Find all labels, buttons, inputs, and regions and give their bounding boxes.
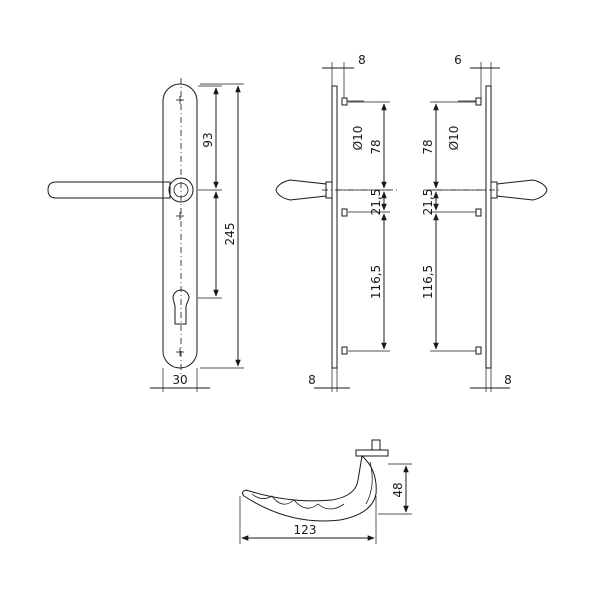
dim-label-right-dia: Ø10: [447, 126, 461, 151]
side-right-screw-bottom: [475, 346, 482, 355]
lever-inner-line: [365, 461, 373, 505]
lever-spindle: [371, 439, 381, 451]
dim-label-right-116: 116,5: [421, 265, 435, 299]
lever-body: [241, 455, 377, 522]
dim-label-left-116: 116,5: [369, 265, 383, 299]
dim-label-left-bottom: 8: [308, 373, 316, 387]
side-view-right: 6 Ø10 78 21,5 116,5 8: [421, 53, 548, 392]
side-left-screw-top: [341, 97, 348, 106]
screw-mark-top: [176, 96, 184, 104]
dim-label-245: 245: [223, 223, 237, 246]
side-right-screw-mid: [475, 208, 482, 217]
side-right-screw-top: [475, 97, 482, 106]
side-view-left: 8 Ø10 78 21,5 116,5 8: [275, 53, 400, 392]
dim-label-right-78: 78: [421, 139, 435, 154]
dim-label-123: 123: [294, 523, 317, 537]
cylinder-hole: [172, 289, 190, 325]
lever-rose: [355, 449, 389, 457]
side-left-screw-bottom: [341, 346, 348, 355]
side-right-plate: [485, 85, 492, 369]
dim-label-right-bottom: 8: [504, 373, 512, 387]
side-right-knob: [496, 179, 548, 201]
front-lever: [47, 181, 171, 199]
lever-grip-line: [251, 493, 345, 510]
dim-label-left-78: 78: [369, 139, 383, 154]
dim-label-93: 93: [201, 132, 215, 147]
dim-label-right-21: 21,5: [421, 189, 435, 216]
dim-label-left-top: 8: [358, 53, 366, 67]
lever-profile-view: 48 123: [239, 439, 412, 544]
screw-mark-bottom: [176, 348, 184, 356]
front-plate: [162, 83, 198, 369]
dim-label-48: 48: [391, 482, 405, 497]
front-view: 93 245 30: [47, 78, 244, 392]
dim-label-30: 30: [172, 373, 187, 387]
side-left-knob: [275, 179, 327, 201]
dim-label-left-21: 21,5: [369, 189, 383, 216]
side-left-plate: [331, 85, 338, 369]
dim-label-left-dia: Ø10: [351, 126, 365, 151]
dim-label-right-top: 6: [454, 53, 462, 67]
screw-mark-mid: [176, 212, 184, 220]
side-left-screw-mid: [341, 208, 348, 217]
